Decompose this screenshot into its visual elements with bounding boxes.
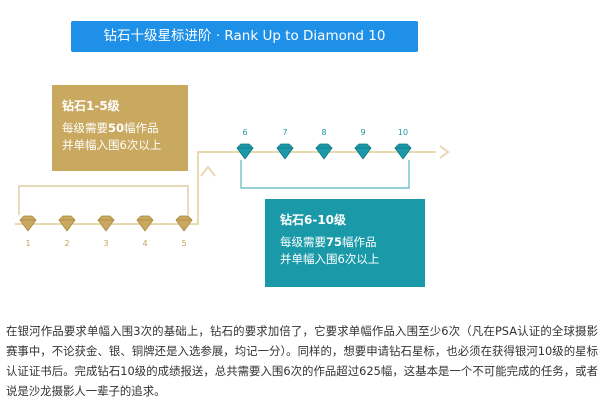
up-arrow-icon <box>200 165 216 177</box>
gold-box-line1: 每级需要50幅作品 <box>62 121 159 135</box>
diamond-icon <box>236 143 254 160</box>
diamond-icon <box>97 215 115 232</box>
teal-box-line1: 每级需要75幅作品 <box>280 235 377 249</box>
page-title: 钻石十级星标进阶 · Rank Up to Diamond 10 <box>71 21 418 52</box>
upper-bracket <box>240 160 410 189</box>
gold-box-heading: 钻石1-5级 <box>62 99 120 113</box>
level-label: 7 <box>282 128 287 137</box>
gold-box-line2: 并单幅入围6次以上 <box>62 138 162 152</box>
description-text: 在银河作品要求单幅入围3次的基础上，钻石的要求加倍了，它要求单幅作品入围至少6次… <box>6 324 598 398</box>
teal-level-box: 钻石6-10级 每级需要75幅作品 并单幅入围6次以上 <box>265 199 425 287</box>
end-arrow-icon <box>439 145 450 159</box>
level-label: 8 <box>321 128 326 137</box>
teal-box-heading: 钻石6-10级 <box>280 213 347 227</box>
rank-path-diagram: 1 2 3 4 5 6 7 8 9 10 <box>15 128 450 248</box>
diamond-icon <box>354 143 372 160</box>
level-label: 3 <box>103 239 108 248</box>
level-label: 1 <box>25 239 30 248</box>
level-label: 9 <box>360 128 365 137</box>
diamond-icon <box>19 215 37 232</box>
diamond-icon <box>136 215 154 232</box>
diamond-icon <box>394 143 412 160</box>
diamond-icon <box>276 143 294 160</box>
diamond-icon <box>58 215 76 232</box>
diamond-icon <box>315 143 333 160</box>
diamond-icon <box>175 215 193 232</box>
gold-level-box: 钻石1-5级 每级需要50幅作品 并单幅入围6次以上 <box>52 85 188 171</box>
level-label: 5 <box>181 239 186 248</box>
level-label: 4 <box>142 239 147 248</box>
level-label: 6 <box>242 128 247 137</box>
teal-box-line2: 并单幅入围6次以上 <box>280 252 380 266</box>
lower-bracket <box>18 185 189 215</box>
level-label: 2 <box>64 239 69 248</box>
level-label: 10 <box>398 128 408 137</box>
